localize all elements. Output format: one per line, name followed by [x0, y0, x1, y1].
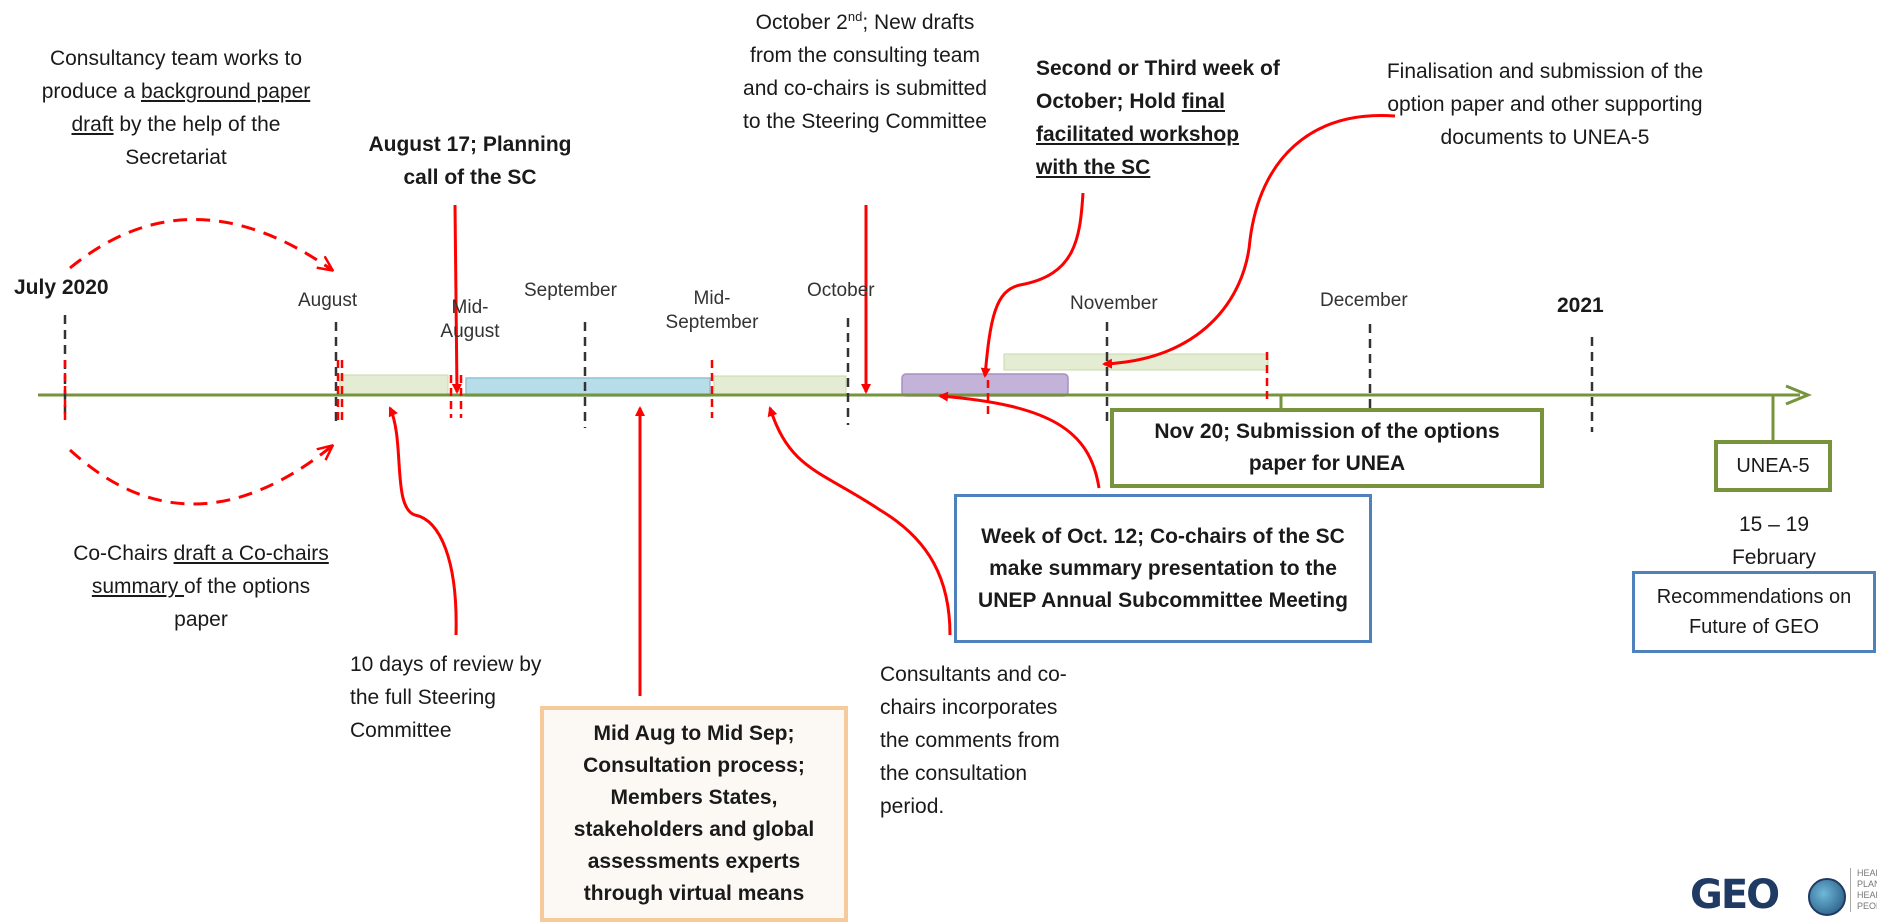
october-drafts-sup: nd	[847, 9, 863, 24]
cochairs-summary-post: of the options paper	[174, 575, 311, 631]
recommendations-box: Recommendations on Future of GEO	[1632, 571, 1876, 653]
unea5-box: UNEA-5	[1714, 440, 1832, 492]
callout-arrows	[388, 114, 1396, 696]
phase-bar-finalisation	[1003, 353, 1269, 371]
phase-bar-incorporate	[713, 375, 847, 397]
october-drafts-pre: October 2	[755, 11, 848, 34]
logo-tagline-1: HEALTHY	[1857, 868, 1877, 878]
review-period-note: 10 days of review by the full Steering C…	[350, 653, 542, 742]
geo6-logo: GEO HEALTHY PLANET HEALTHY PEOPLE	[1690, 868, 1877, 922]
geo-logo-text: GEO	[1690, 872, 1780, 918]
consultation-process-box: Mid Aug to Mid Sep; Consultation process…	[540, 706, 848, 922]
marker-december: December	[1320, 290, 1408, 311]
finalisation-note: Finalisation and submission of the optio…	[1386, 60, 1704, 149]
marker-august: August	[298, 290, 358, 311]
milestone-ticks	[63, 352, 1269, 425]
marker-mid-september: Mid- September	[656, 287, 768, 335]
globe-icon	[1808, 878, 1846, 916]
cochairs-summary-underlined: draft a Co-chairs summary	[91, 542, 329, 598]
mid-august-line2: August	[440, 321, 500, 342]
logo-tagline-2: PLANET	[1857, 879, 1877, 889]
phase-bar-consultation	[465, 377, 711, 397]
october-drafts-note: October 2nd; New drafts from the consult…	[742, 6, 988, 138]
background-draft-underlined: background paper draft	[71, 80, 311, 136]
planning-call-note: August 17; Planning call of the SC	[368, 133, 572, 189]
arc-top	[69, 218, 332, 270]
final-workshop-underlined: final facilitated workshop with the SC	[1036, 90, 1240, 179]
consultants-incorporate-note: Consultants and co-chairs incorporates t…	[880, 663, 1067, 818]
timeline-axis-arrowhead	[1785, 384, 1812, 406]
unea-dates-note: 15 – 19 February	[1731, 513, 1817, 569]
logo-tagline: HEALTHY PLANET HEALTHY PEOPLE	[1850, 868, 1877, 912]
mid-september-line1: Mid-	[693, 288, 731, 309]
nov20-submission-box: Nov 20; Submission of the options paper …	[1110, 408, 1544, 488]
logo-tagline-3: HEALTHY	[1857, 890, 1877, 900]
marker-october: October	[807, 280, 875, 301]
final-workshop-note: Second or Third week of October; Hold fi…	[1036, 52, 1281, 184]
mid-september-line2: September	[665, 312, 759, 333]
phase-bar-review	[339, 374, 449, 396]
october-drafts-post: ; New drafts from the consulting team an…	[743, 11, 987, 133]
mid-august-line1: Mid-	[451, 297, 489, 318]
background-draft-post: by the help of the Secretariat	[113, 113, 281, 169]
marker-2021: 2021	[1557, 294, 1604, 317]
background-draft-pre: Consultancy team works to produce a	[41, 47, 303, 103]
oct12-presentation-box: Week of Oct. 12; Co-chairs of the SC mak…	[954, 494, 1372, 643]
marker-mid-august: Mid- August	[438, 296, 502, 344]
logo-tagline-4: PEOPLE	[1857, 901, 1877, 911]
cochairs-summary-pre: Co-Chairs	[73, 542, 174, 565]
phase-bar-workshop	[901, 373, 1069, 397]
marker-july-2020: July 2020	[14, 276, 109, 299]
background-draft-note: Consultancy team works to produce a back…	[26, 42, 326, 174]
marker-november: November	[1070, 293, 1158, 314]
arc-bottom	[68, 446, 332, 506]
marker-september: September	[524, 280, 617, 301]
cochairs-summary-note: Co-Chairs draft a Co-chairs summary of t…	[72, 537, 330, 636]
final-workshop-pre: Second or Third week of October; Hold	[1036, 57, 1280, 113]
